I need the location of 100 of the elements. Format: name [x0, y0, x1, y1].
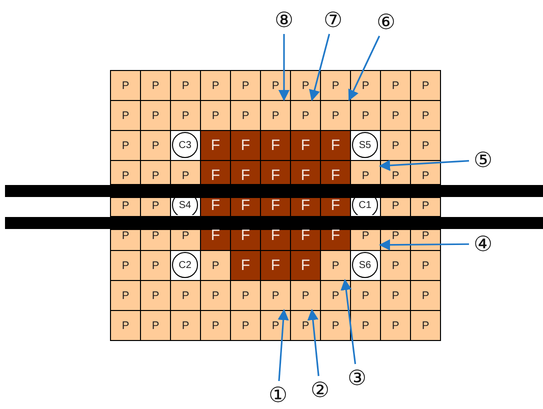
grid-cell: P	[110, 280, 141, 311]
leader-arrow	[348, 36, 380, 101]
grid-cell: P	[110, 197, 141, 217]
grid-cell: F	[230, 160, 261, 185]
callout-number: ②	[308, 378, 332, 402]
grid-cell: F	[200, 197, 231, 217]
grid-cell: F	[230, 197, 261, 217]
grid-cell: P	[110, 250, 141, 281]
leader-arrow	[307, 308, 320, 376]
grid-cell: P	[380, 197, 411, 217]
grid-cell: F	[320, 197, 351, 217]
leader-arrow	[278, 308, 289, 382]
grid-cell: P	[410, 280, 441, 311]
grid-cell: F	[260, 229, 291, 251]
grid-cell: F	[230, 229, 261, 251]
grid-cell: F	[290, 130, 321, 161]
grid-cell: P	[200, 280, 231, 311]
grid-cell: F	[260, 250, 291, 281]
leader-arrow	[340, 278, 356, 364]
grid-cell: P	[170, 280, 201, 311]
grid-cell: P	[140, 130, 171, 161]
grid-cell: P	[170, 70, 201, 101]
grid-cell: P	[380, 280, 411, 311]
marker-circle: S5	[352, 132, 378, 158]
grid-cell: F	[260, 130, 291, 161]
marker-circle: C1	[352, 198, 378, 215]
grid-cell: F	[320, 130, 351, 161]
grid-cell: P	[380, 70, 411, 101]
grid-cell: P	[260, 280, 291, 311]
callout-number: ③	[345, 366, 369, 390]
grid-cell: P	[380, 310, 411, 341]
grid-cell: P	[110, 229, 141, 251]
grid-cell: P	[140, 197, 171, 217]
grid-cell: P	[140, 160, 171, 185]
callout-number: ⑦	[321, 8, 345, 32]
callout-number: ⑥	[374, 10, 398, 34]
grid-cell: P	[200, 70, 231, 101]
grid-cell: P	[170, 229, 201, 251]
grid-cell: F	[260, 197, 291, 217]
grid-cell: P	[410, 160, 441, 185]
grid-cell: P	[140, 310, 171, 341]
marker-circle: C2	[172, 252, 198, 278]
grid-cell: P	[320, 70, 351, 101]
grid-cell: P	[410, 197, 441, 217]
grid-cell: P	[230, 280, 261, 311]
grid-cell: P	[410, 70, 441, 101]
leader-arrow	[278, 34, 290, 102]
grid-cell: F	[290, 197, 321, 217]
grid-cell: F	[320, 160, 351, 185]
grid-cell: P	[170, 160, 201, 185]
grid-cell: P	[110, 310, 141, 341]
grid-cell: P	[140, 280, 171, 311]
grid-cell: P	[110, 100, 141, 131]
leader-arrow	[378, 160, 470, 171]
grid-cell: P	[110, 160, 141, 185]
grid-cell: P	[110, 70, 141, 101]
grid-cell: P	[230, 310, 261, 341]
grid-cell: F	[290, 250, 321, 281]
grid-cell: P	[380, 130, 411, 161]
marker-circle: S4	[172, 198, 198, 215]
grid-cell: P	[380, 100, 411, 131]
grid-cell: F	[230, 130, 261, 161]
grid-cell: P	[140, 229, 171, 251]
grid-cell: P	[320, 310, 351, 341]
grid-cell: P	[320, 100, 351, 131]
grid-cell: F	[260, 160, 291, 185]
grid-cell: P	[170, 310, 201, 341]
grid-cell: P	[200, 250, 231, 281]
grid-cell: F	[230, 250, 261, 281]
callout-number: ④	[471, 232, 495, 256]
grid-cell: F	[290, 160, 321, 185]
grid-cell: P	[110, 130, 141, 161]
grid-cell: P	[200, 100, 231, 131]
grid-cell: P	[290, 280, 321, 311]
callout-number: ①	[266, 383, 290, 407]
grid-cell: F	[320, 229, 351, 251]
grid-cell: P	[410, 130, 441, 161]
grid-cell: F	[200, 160, 231, 185]
grid-cell: P	[350, 280, 381, 311]
leader-arrow	[378, 239, 469, 250]
grid-cell: F	[200, 229, 231, 251]
grid-cell: P	[380, 250, 411, 281]
grid-cell: P	[200, 310, 231, 341]
grid-cell: P	[350, 160, 381, 185]
grid-cell: P	[350, 229, 381, 251]
grid-cell: P	[350, 100, 381, 131]
grid-cell: P	[410, 250, 441, 281]
grid-cell: P	[260, 100, 291, 131]
leader-arrow	[309, 34, 330, 102]
grid-cell: F	[290, 229, 321, 251]
grid-cell: P	[140, 100, 171, 131]
callout-number: ⑧	[272, 8, 296, 32]
grid-cell: P	[140, 250, 171, 281]
grid-cell: P	[320, 250, 351, 281]
grid-cell: P	[170, 100, 201, 131]
grid-cell: P	[140, 70, 171, 101]
grid-cell: P	[230, 100, 261, 131]
grid-cell: P	[230, 70, 261, 101]
grid-cell: P	[410, 310, 441, 341]
grid-cell: P	[410, 100, 441, 131]
